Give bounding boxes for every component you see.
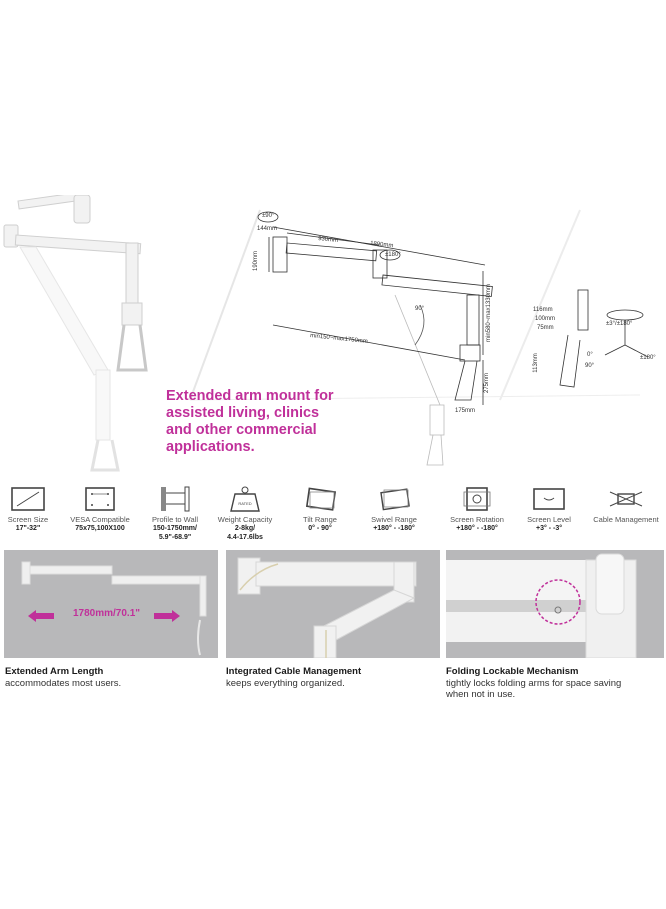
dim-rotation-mid: ±180°	[385, 252, 401, 258]
swivel-right: ±180°	[640, 355, 656, 361]
feature-cable: Cable Management	[586, 486, 666, 524]
tagline-line: Extended arm mount for	[166, 388, 334, 404]
dim-angle-90: 90°	[415, 306, 425, 312]
product-arm-render	[3, 195, 148, 472]
arrow-right-icon	[154, 610, 180, 622]
screen-size-icon	[11, 487, 45, 511]
caption-title: Integrated Cable Management	[226, 666, 362, 677]
photo-folding-lock	[446, 550, 664, 658]
dim-75: 75mm	[537, 325, 554, 331]
dim-275: 275mm	[484, 372, 491, 394]
rotation-icon	[463, 487, 491, 511]
cable-photo	[237, 557, 417, 658]
dim-range-vertical: min580~max1330mm	[485, 284, 492, 342]
caption-folding-lock: Folding Lockable Mechanism tightly locks…	[446, 666, 666, 700]
feature-weight: RATED Weight Capacity 2-8kg/ 4.4-17.6lbs	[205, 486, 285, 542]
lock-photo	[446, 553, 637, 658]
tagline-line: and other commercial	[166, 422, 317, 438]
photo-extended-arm	[4, 550, 218, 658]
feature-screen-size: Screen Size 17"-32"	[0, 486, 68, 533]
arm-length-overlay: 1780mm/70.1"	[28, 608, 193, 624]
arm-photo	[21, 561, 207, 656]
dimension-diagram	[257, 211, 493, 466]
tagline-line: applications.	[166, 439, 255, 455]
dim-144: 144mm	[257, 226, 278, 232]
caption-extended-arm: Extended Arm Length accommodates most us…	[5, 666, 230, 689]
dim-100: 100mm	[535, 316, 556, 322]
feature-swivel: Swivel Range +180° - -180°	[354, 486, 434, 533]
arm-length-label: 1780mm/70.1"	[73, 608, 141, 619]
tilt-icon	[305, 487, 337, 511]
feature-level: Screen Level +3° - -3°	[509, 486, 589, 533]
tilt-0: 0°	[587, 352, 593, 358]
tagline: Extended arm mount for assisted living, …	[166, 388, 386, 456]
caption-cable-management: Integrated Cable Management keeps everyt…	[226, 666, 451, 689]
svg-text:RATED: RATED	[238, 501, 251, 506]
tagline-line: assisted living, clinics	[166, 405, 320, 421]
caption-title: Folding Lockable Mechanism	[446, 666, 579, 677]
caption-desc: keeps everything organized.	[226, 678, 345, 689]
tilt-90: 90°	[585, 363, 595, 369]
caption-desc: tightly locks folding arms for space sav…	[446, 678, 622, 689]
caption-desc-2: when not in use.	[446, 689, 516, 700]
weight-icon: RATED	[230, 486, 260, 512]
profile-wall-icon	[161, 486, 190, 512]
feature-tilt: Tilt Range 0° - 90°	[280, 486, 360, 533]
dim-113: 113mm	[532, 353, 539, 373]
photo-cable-management	[226, 550, 440, 658]
caption-desc: accommodates most users.	[5, 678, 122, 689]
swivel-icon	[380, 488, 410, 511]
feature-rotation: Screen Rotation +180° - -180°	[437, 486, 517, 533]
level-icon	[533, 488, 565, 510]
dim-116: 116mm	[533, 307, 553, 313]
tilt-range-top: ±3°/±180°	[606, 321, 633, 327]
decorative-wedge	[189, 209, 641, 401]
dim-190: 190mm	[253, 250, 260, 272]
arrow-left-icon	[28, 610, 54, 622]
vesa-icon	[85, 487, 115, 511]
dim-175: 175mm	[455, 408, 476, 414]
caption-title: Extended Arm Length	[5, 666, 104, 677]
feature-profile-wall: Profile to Wall 150-1750mm/ 5.9"-68.9"	[135, 486, 215, 542]
joint-diagram	[559, 289, 649, 388]
dim-rotation-top: ±90°	[262, 213, 275, 219]
cable-icon	[609, 491, 643, 507]
feature-vesa: VESA Compatible 75x75,100X100	[60, 486, 140, 533]
